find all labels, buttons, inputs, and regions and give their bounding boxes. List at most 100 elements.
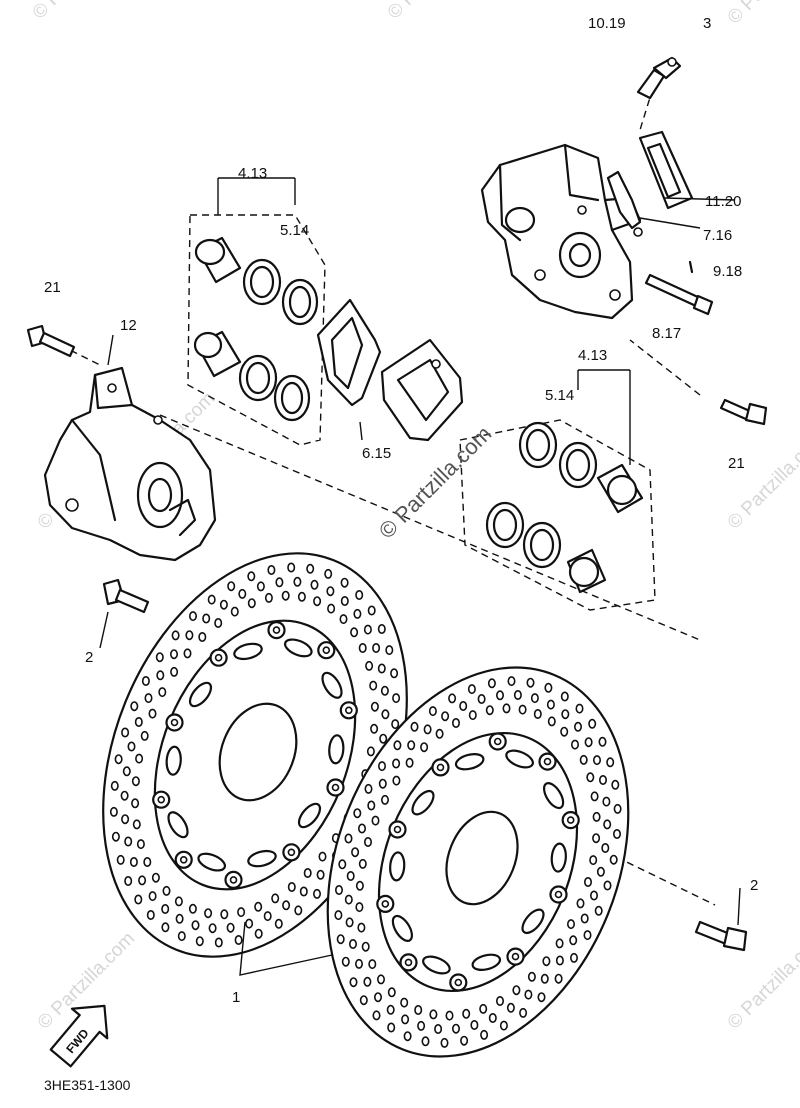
disc-drill-hole [316, 869, 325, 880]
disc-drill-hole [162, 885, 171, 896]
disc-drill-hole [380, 794, 389, 805]
disc-drill-hole [524, 989, 533, 1000]
disc-float-button-center [179, 855, 188, 864]
disc-carrier-slot [167, 811, 189, 839]
disc-drill-hole [495, 690, 504, 701]
callout-7-16: 7.16 [703, 227, 732, 244]
disc-drill-hole [287, 562, 296, 573]
disc-drill-hole [351, 847, 360, 858]
disc-drill-hole [570, 739, 579, 750]
disc-drill-hole [171, 630, 180, 641]
disc-drill-hole [158, 687, 167, 698]
disc-drill-hole [312, 888, 321, 899]
disc-drill-hole [434, 1024, 443, 1035]
disc-drill-hole [318, 851, 327, 862]
pad-pin-part [644, 260, 714, 316]
disc-drill-hole [527, 971, 536, 982]
disc-drill-hole [603, 880, 612, 891]
disc-drill-hole [185, 630, 194, 641]
disc-drill-hole [495, 995, 504, 1006]
disc-drill-hole [569, 935, 578, 946]
disc-drill-hole [326, 586, 335, 597]
pad-clip-part [606, 170, 643, 237]
disc-carrier-slot [297, 802, 322, 829]
watermark-center: © Partzilla.com [374, 421, 497, 544]
brake-disc-left [102, 552, 408, 958]
disc-drill-hole [363, 976, 372, 987]
disc-drill-hole [238, 588, 247, 599]
disc-drill-hole [512, 985, 521, 996]
disc-drill-hole [134, 716, 143, 727]
disc-drill-hole [334, 884, 343, 895]
watermark-edge: © Partzilla.com [384, 0, 489, 24]
disc-drill-hole [428, 706, 437, 717]
disc-carrier-slot [542, 782, 565, 810]
callout-10-19: 10.19 [588, 15, 626, 32]
bolt-left [26, 324, 76, 358]
disc-drill-hole [393, 740, 402, 751]
disc-float-button-center [272, 626, 281, 634]
callout-1: 1 [232, 989, 240, 1006]
disc-drill-hole [423, 724, 432, 735]
bleed-screw-part [636, 56, 682, 100]
disc-drill-hole [170, 649, 179, 660]
disc-drill-hole [462, 1008, 471, 1019]
disc-drill-hole [293, 576, 302, 587]
disc-drill-hole [297, 591, 306, 602]
callout-6-15: 6.15 [362, 445, 391, 462]
disc-drill-hole [359, 995, 368, 1006]
disc-drill-hole [542, 956, 551, 967]
disc-drill-hole [377, 623, 386, 634]
disc-drill-hole [507, 676, 516, 687]
disc-drill-hole [357, 922, 366, 933]
bolt-right [719, 398, 768, 426]
disc-drill-hole [161, 922, 170, 933]
disc-drill-hole [485, 705, 494, 716]
disc-drill-hole [344, 833, 353, 844]
callout-12: 12 [120, 317, 137, 334]
disc-carrier-slot [328, 734, 345, 765]
disc-drill-hole [519, 1007, 528, 1018]
disc-drill-hole [348, 938, 357, 949]
disc-drill-hole [303, 867, 312, 878]
disc-drill-hole [435, 728, 444, 739]
disc-drill-hole [477, 693, 486, 704]
disc-drill-hole [353, 608, 362, 619]
brake-pads [316, 298, 464, 442]
disc-drill-hole [417, 1020, 426, 1031]
disc-drill-hole [547, 716, 556, 727]
disc-drill-hole [575, 703, 584, 714]
caliper-left [43, 366, 217, 562]
disc-drill-hole [349, 977, 358, 988]
disc-drill-hole [141, 675, 150, 686]
disc-drill-hole [234, 934, 243, 945]
disc-float-button-center [566, 816, 575, 824]
disc-drill-hole [121, 727, 130, 738]
disc-drill-hole [148, 708, 157, 719]
disc-drill-hole [598, 736, 607, 747]
disc-carrier-slot [197, 852, 227, 872]
disc-drill-hole [245, 918, 254, 929]
disc-drill-hole [136, 839, 145, 850]
disc-float-button-center [543, 757, 552, 766]
disc-drill-hole [275, 577, 284, 588]
disc-drill-hole [358, 642, 367, 653]
disc-drill-hole [379, 733, 388, 744]
disc-drill-hole [407, 740, 416, 751]
disc-drill-hole [369, 680, 378, 691]
disc-drill-hole [135, 753, 144, 764]
disc-drill-hole [596, 866, 605, 877]
watermark-edge: © Partzilla.com [724, 428, 800, 533]
disc-drill-hole [555, 938, 564, 949]
disc-drill-hole [373, 992, 382, 1003]
disc-drill-hole [371, 815, 380, 826]
disc-drill-hole [111, 831, 120, 842]
disc-drill-hole [376, 974, 385, 985]
disc-drill-hole [202, 613, 211, 624]
disc-carrier-slot [411, 789, 435, 816]
callout-3: 3 [703, 15, 711, 32]
disc-drill-hole [561, 709, 570, 720]
disc-carrier-slot [233, 642, 263, 661]
disc-bolt-left [102, 578, 150, 614]
